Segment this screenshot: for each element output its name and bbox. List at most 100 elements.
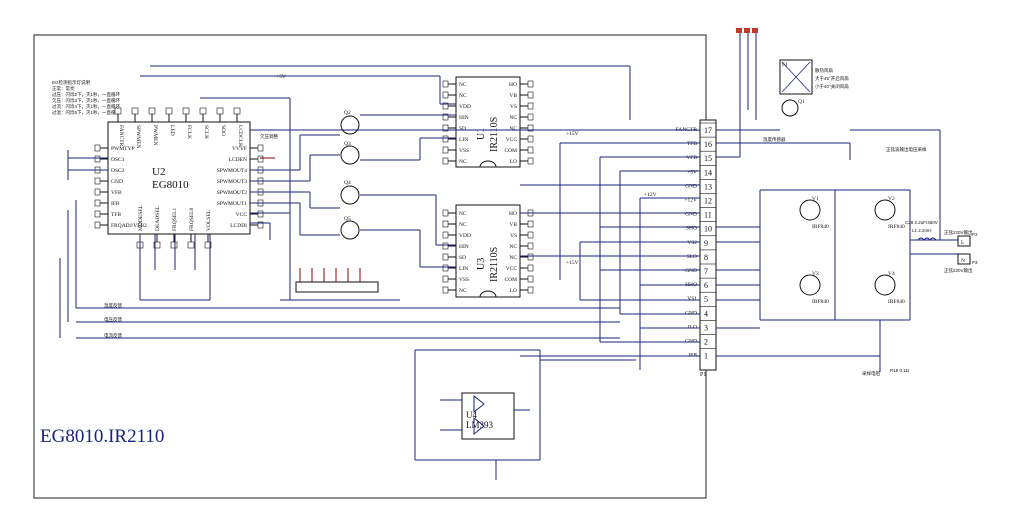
fan-label-3: 小于40°关闭风扇 [815,83,849,90]
output-stage: L N P2 P3 正弦220V输出 正弦220V输出 L1 2.2mH C28… [763,136,978,377]
svg-text:N: N [961,258,965,264]
p1-pin-number: 12 [704,197,712,206]
svg-text:Q5: Q5 [344,216,351,222]
pin-label: SPWMOUT2 [217,190,248,196]
bus-wires [59,30,960,480]
pin-label: LO [510,159,517,165]
transistor-q3: Q3 [340,141,360,165]
p1-pin-number: 7 [704,267,708,276]
p1-ref: P1 [700,372,706,378]
p1-pin-number: 11 [704,211,712,220]
svg-text:V4: V4 [888,271,895,277]
svg-text:IRF840: IRF840 [888,299,905,305]
pin-label: FRQSEL1 [172,208,178,231]
top-power-flags [736,28,758,33]
notes-line-4: 过流：闪烁4下，灭1秒，一直循环 [52,103,121,110]
pin-label: VCC [236,212,248,218]
pin-label: VOLSEL [206,209,212,231]
pin-label: VVVF [232,146,247,152]
p1-pin-label: +5V [687,169,697,175]
svg-text:P3: P3 [972,260,978,265]
pin-label: NC [459,159,467,165]
pin-label: COM [504,148,517,154]
pin-label: VB [509,222,517,228]
p1-pin-number: 16 [704,140,712,149]
sample-res-label: 采样电阻 [862,370,880,377]
transistor-q5: Q5 [340,216,360,240]
p1-pin-number: 6 [704,281,708,290]
pin-label: MODESEL [138,204,144,231]
p1-pin-label: GND [685,268,697,274]
u1-ref: U1 [476,128,487,140]
pin-label: LCDEN [229,157,247,163]
p1-pin-number: 3 [704,323,708,332]
pin-label: NC [459,82,467,88]
p1-pin-number: 15 [704,154,712,163]
pin-label: PWMTYP [111,146,135,152]
pin-label: LO [510,288,517,294]
temp-sensor-label: 温度传感器 [763,136,786,143]
pin-label: VS [510,104,517,110]
p1-pin-label: VS2 [687,240,697,246]
pin-label: LIN [459,266,468,272]
pin-label: PWMEN [152,125,158,146]
pin-label: VB [509,93,517,99]
pin-label: NC [459,93,467,99]
fan-label-1: 散热风扇 [815,67,833,74]
supply-15v-b: +15V [566,260,579,266]
supply-12v: +12V [644,192,657,198]
p1-pin-number: 10 [704,225,712,234]
p1-pin-label: TFB [687,141,697,147]
svg-text:L1 2.2mH: L1 2.2mH [912,228,932,233]
pin-label: SPWMEN [135,125,141,149]
pin-label: FRQSEL0 [189,208,195,231]
pin-label: VS [510,233,517,239]
p1-pin-label: GND [685,183,697,189]
notes-line-5: 过温：闪烁5下，灭1秒，一直循环 [52,109,121,116]
pin-label: HO [509,82,517,88]
p1-pin-number: 1 [704,352,708,361]
pin-label: GND [111,179,123,185]
feedback-current: 电流反馈 [104,332,122,339]
svg-text:IRF840: IRF840 [812,224,829,230]
notes-line-2: 过压：闪烁2下，灭1秒，一直循环 [52,91,121,98]
p1-pin-number: 5 [704,295,708,304]
notes-line-3: 欠压：闪烁3下，灭1秒，一直循环 [52,97,121,104]
svg-text:Q2: Q2 [344,110,351,116]
p1-pin-label: SLO [687,254,697,260]
pin-label: LCDCLK [237,125,243,147]
pin-label: VCC [506,137,518,143]
pin-label: VFB [111,190,122,196]
pin-label: VSS [459,148,469,154]
feedback-temp: 温度反馈 [104,302,122,309]
pin-label: SD [459,255,466,261]
pin-label: NC [509,115,517,121]
transistor-q1: Q1 [781,99,805,117]
pin-label: VSS [459,277,469,283]
transistor-q2: Q2 [340,110,360,135]
u2-chip: U2 EG8010 PWMTYPOSC1OSC2GNDVFBIFBTFBFRQA… [94,107,264,249]
u2-part: EG8010 [152,179,189,191]
u1-part: IR2110S [489,117,500,152]
pin-label: SPWMOUT4 [217,168,248,174]
pin-label: VDD [459,233,471,239]
diagram-title: EG8010.IR2110 [40,426,164,447]
u4-chip: U4 LM393 [461,392,515,440]
p1-pin-number: 17 [704,126,712,135]
transistor-q4: Q4 [340,180,360,205]
p1-pin-number: 4 [704,309,708,318]
supply-5v: +5V [276,74,286,80]
p1-pin-number: 2 [704,338,708,347]
feedback-voltage: 电压反馈 [104,316,122,323]
u4-part: LM393 [466,420,494,430]
svg-text:C28 2.2uF/450V: C28 2.2uF/450V [905,220,938,225]
svg-text:P2: P2 [972,232,978,237]
pin-label: FRQADJ/VFB2 [111,223,147,229]
indicator-notes: EG检测指示灯说明 正常：常亮 过压：闪烁2下，灭1秒，一直循环 欠压：闪烁3下… [52,79,121,116]
p1-connector: P1 17FANCTR16TFB15VFB14+5V13GND12+12V11G… [676,119,717,378]
